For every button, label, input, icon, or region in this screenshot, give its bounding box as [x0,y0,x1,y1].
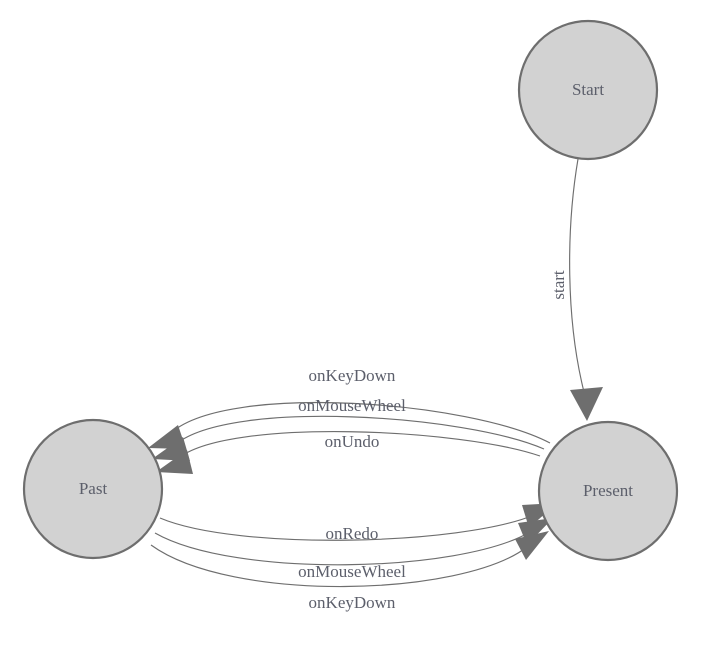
edge-past-to-present-onredo: onRedo [159,503,557,543]
edge-past-to-present-onredo-label: onRedo [326,524,379,543]
edge-start-to-present-path [569,158,585,393]
node-past-circle[interactable] [22,418,164,560]
edge-past-to-present-onredo-path [159,514,535,541]
node-past-label: Past [79,479,108,498]
node-start-circle[interactable] [517,19,659,161]
node-start-label: Start [572,80,604,99]
edge-present-to-past-onundo-arrowhead [156,450,193,474]
edge-present-to-past-onundo-label: onUndo [325,432,380,451]
node-present-label: Present [583,481,633,500]
edge-past-to-present-onkeydown: onKeyDown [150,531,549,612]
edge-start-to-present: start [549,158,603,421]
edge-past-to-present-onkeydown-path [150,544,528,588]
edge-present-to-past-onmousewheel: onMouseWheel [152,396,545,461]
edge-present-to-past-onkeydown-path [171,401,551,444]
edge-past-to-present-onmousewheel-label: onMouseWheel [298,562,406,581]
edge-present-to-past-onundo-path [179,431,541,458]
node-past[interactable]: Past [22,418,164,560]
edge-past-to-present-onkeydown-label: onKeyDown [309,593,396,612]
edge-past-to-present-onmousewheel-path [154,531,531,566]
node-present[interactable]: Present [537,420,679,562]
edge-present-to-past-onmousewheel-path [175,415,545,450]
node-start[interactable]: Start [517,19,659,161]
edge-present-to-past-onkeydown-label: onKeyDown [309,366,396,385]
edge-start-to-present-arrowhead [570,387,603,421]
edge-start-to-present-label: start [549,270,568,300]
edge-present-to-past-onmousewheel-label: onMouseWheel [298,396,406,415]
node-present-circle[interactable] [537,420,679,562]
edge-present-to-past-onundo: onUndo [156,431,541,474]
edge-past-to-present-onkeydown-arrowhead [515,531,549,560]
